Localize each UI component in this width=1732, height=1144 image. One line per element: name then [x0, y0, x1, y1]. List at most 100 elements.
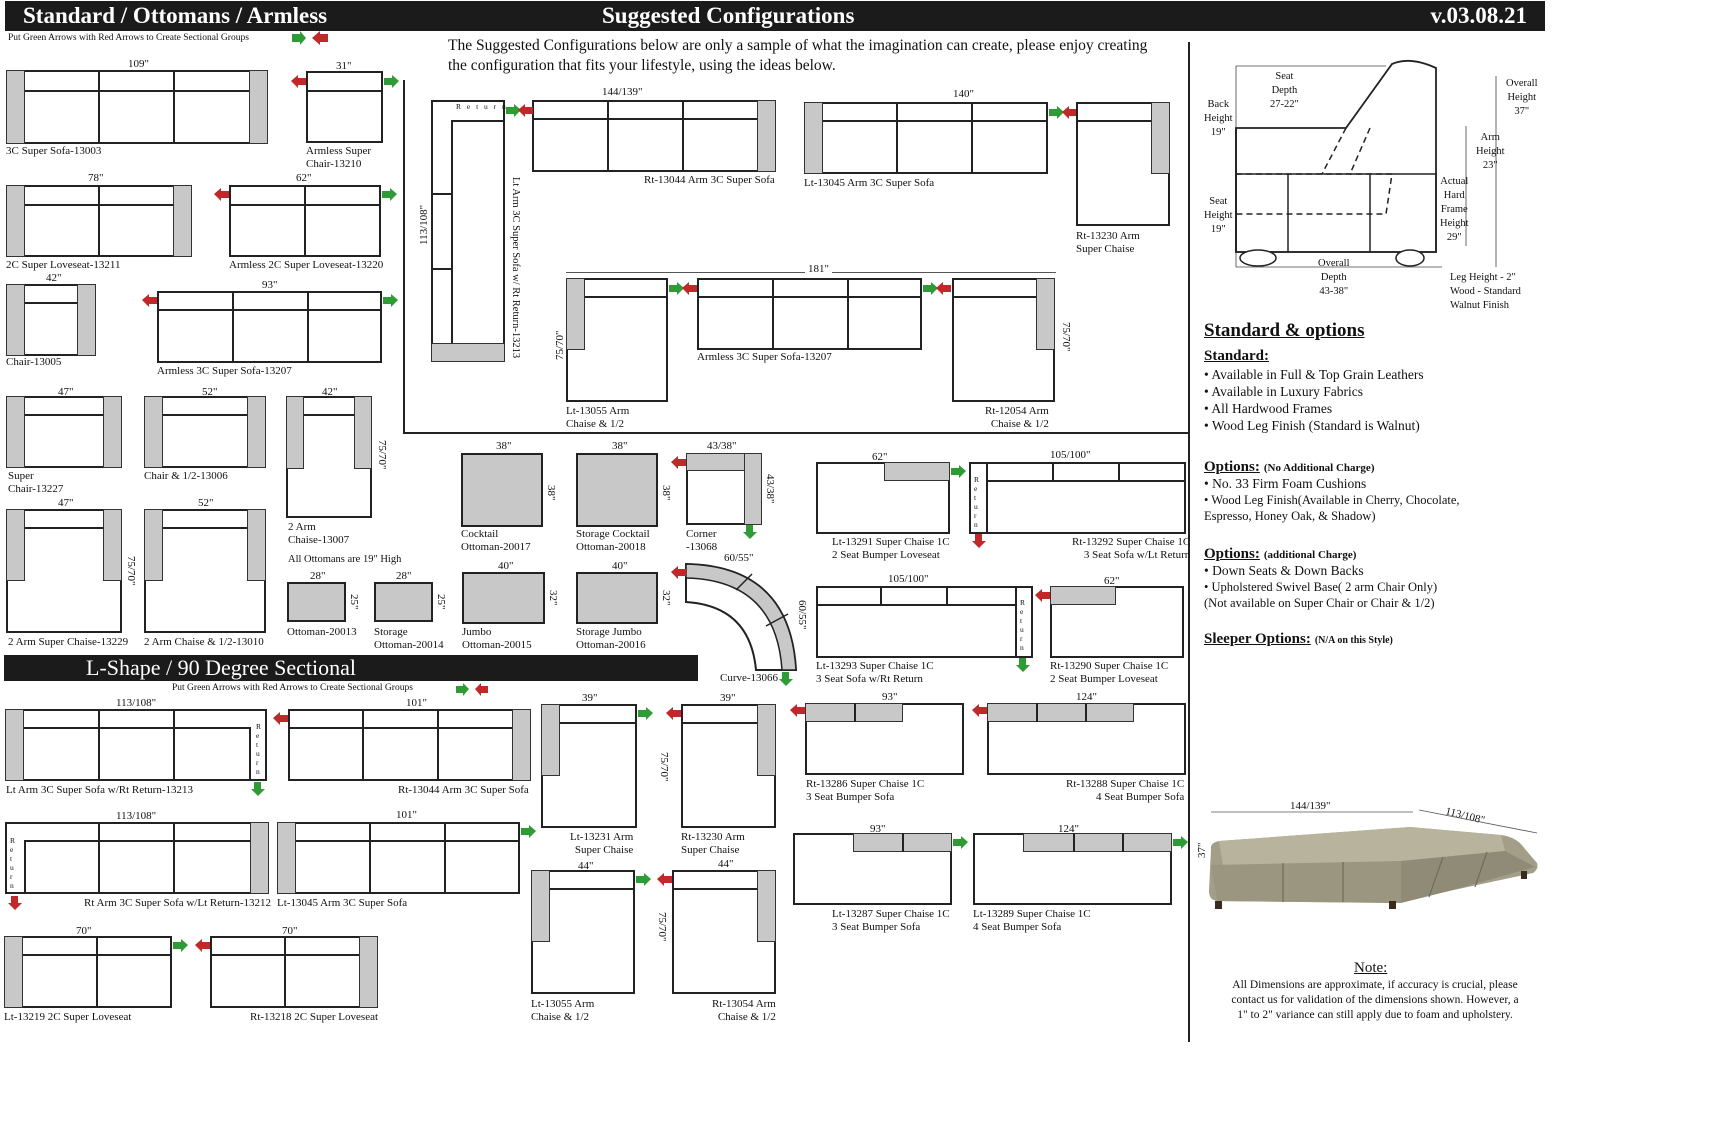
divider-vertical-right	[1188, 42, 1190, 1042]
dim-label: 38"	[496, 440, 512, 452]
armless-loveseat-label: Armless 2C Super Loveseat-13220	[229, 259, 384, 271]
dim-label: 39"	[582, 692, 598, 704]
dim-label: 62"	[296, 172, 312, 184]
list-item: • Upholstered Swivel Base( 2 arm Chair O…	[1204, 580, 1438, 610]
dim-label: 38"	[545, 485, 557, 501]
arrows-note-top: Put Green Arrows with Red Arrows to Crea…	[8, 33, 249, 43]
dim-label: 113/108"	[418, 204, 430, 245]
config-armless13207	[697, 278, 922, 350]
ottoman-height-note: All Ottomans are 19" High	[288, 554, 402, 565]
dim-label: 43/38"	[707, 440, 737, 452]
storage-cocktail-ottoman	[576, 453, 658, 527]
green-arrow-icon	[384, 75, 399, 88]
dim-label: 181"	[805, 263, 832, 275]
list-item: • Down Seats & Down Backs	[1204, 563, 1364, 578]
dim-label: 124"	[1058, 823, 1079, 835]
dim-label: 144/139"	[1290, 800, 1331, 812]
dim-label: 38"	[612, 440, 628, 452]
lshape-b-label: Rt-13044 Arm 3C Super Sofa	[398, 784, 529, 796]
list-item: • Available in Luxury Fabrics	[1204, 384, 1363, 399]
dim-label: 44"	[718, 858, 734, 870]
cocktail-ottoman	[461, 453, 543, 527]
config-left-label: Lt Arm 3C Super Sofa w/ Rt Return-13213	[510, 177, 521, 359]
jumbo-ottoman	[462, 572, 545, 624]
dim-label: 101"	[406, 697, 427, 709]
sofa-3c	[6, 70, 268, 144]
header-bar: Standard / Ottomans / Armless Suggested …	[5, 1, 1545, 31]
storage-jumbo-label: Storage Jumbo Ottoman-20016	[576, 626, 646, 651]
ottoman-label: Ottoman-20013	[287, 626, 357, 638]
curve-label: Curve-13066	[720, 672, 779, 684]
divider-vertical-config	[403, 80, 405, 432]
dim-label: 144/139"	[602, 86, 643, 98]
divider-horizontal-config	[403, 432, 1188, 434]
super-chair-label: Super Chair-13227	[8, 470, 64, 495]
config-lt13045-label: Lt-13045 Arm 3C Super Sofa	[804, 177, 935, 189]
lshape-b	[288, 709, 531, 781]
storage-label: Storage Ottoman-20014	[374, 626, 444, 651]
lshape-j-label: Rt-13054 Arm Chaise & 1/2	[712, 998, 776, 1023]
red-arrow-icon	[291, 75, 306, 88]
lshape-e	[4, 936, 172, 1008]
chair-label: Chair-13005	[6, 356, 62, 368]
note-title: Note:	[1354, 960, 1388, 976]
sectional-photo	[1209, 809, 1538, 909]
header-left-title: Standard / Ottomans / Armless	[23, 3, 328, 28]
sleeper-heading: Sleeper Options: (N/A on this Style)	[1204, 631, 1393, 647]
dim-label: 75/70"	[1060, 322, 1072, 352]
dim-label: 31"	[336, 60, 352, 72]
dim-label: 60/55"	[796, 600, 808, 630]
list-item: • All Hardwood Frames	[1204, 401, 1333, 416]
dim-label: 28"	[396, 570, 412, 582]
storage-ottoman	[374, 582, 433, 622]
dim-label: 105/100"	[888, 573, 929, 585]
return-label: R e t u r n	[456, 102, 508, 111]
dim-label: 75/70"	[376, 440, 388, 470]
curve-sectional	[685, 562, 798, 671]
arm	[249, 70, 268, 144]
lshape-c	[5, 822, 269, 894]
dim-label: 140"	[953, 88, 974, 100]
arm	[6, 70, 25, 144]
arrow-pair-icon	[292, 31, 328, 45]
header-version: v.03.08.21	[1430, 3, 1527, 28]
lshape-a	[5, 709, 267, 781]
chaise-half-label: 2 Arm Chaise & 1/2-13010	[144, 636, 264, 648]
config-lt13045	[804, 102, 1048, 174]
dim-label: 52"	[202, 386, 218, 398]
armless-sofa	[157, 291, 382, 363]
sofa-3c-label: 3C Super Sofa-13003	[6, 145, 102, 157]
dim-label: 25"	[348, 594, 360, 610]
dim-label: 75/70"	[125, 556, 137, 586]
dim-label: 47"	[58, 386, 74, 398]
bumper-rt13288-label: Rt-13288 Super Chaise 1C 4 Seat Bumper S…	[1066, 778, 1185, 803]
options1-list: • No. 33 Firm Foam Cushions • Wood Leg F…	[1204, 476, 1460, 524]
storage-jumbo-ottoman	[576, 572, 658, 624]
options2-heading: Options: (additional Charge)	[1204, 546, 1357, 562]
dim-label: 39"	[720, 692, 736, 704]
config-rt13044	[532, 100, 776, 172]
note-text: All Dimensions are approximate, if accur…	[1231, 979, 1519, 1021]
options2-list: • Down Seats & Down Backs • Upholstered …	[1204, 563, 1437, 611]
armless-sofa-label: Armless 3C Super Sofa-13207	[157, 365, 292, 377]
lshape-title: L-Shape / 90 Degree Sectional	[86, 655, 357, 680]
dim-label: 52"	[198, 497, 214, 509]
dim-label: 28"	[310, 570, 326, 582]
dim-label: 113/108"	[116, 810, 157, 822]
standard-list: • Available in Full & Top Grain Leathers…	[1204, 366, 1424, 434]
dim-label: 62"	[1104, 575, 1120, 587]
lshape-c-label: Rt Arm 3C Super Sofa w/Lt Return-13212	[84, 897, 271, 909]
leg-label: Leg Height - 2" Wood - Standard Walnut F…	[1450, 272, 1521, 311]
config-armless-label: Armless 3C Super Sofa-13207	[697, 351, 832, 363]
bumper-lt13293	[816, 586, 1033, 658]
bumper-lt13287-label: Lt-13287 Super Chaise 1C 3 Seat Bumper S…	[832, 908, 950, 933]
dim-label: 93"	[870, 823, 886, 835]
lshape-d	[277, 822, 520, 894]
dim-label: 44"	[578, 860, 594, 872]
seat-depth-label: Seat Depth 27-22"	[1270, 71, 1299, 110]
chair-half-label: Chair & 1/2-13006	[144, 470, 228, 482]
list-item: • Available in Full & Top Grain Leathers	[1204, 367, 1424, 382]
dim-label: 124"	[1076, 691, 1097, 703]
dim-label: 75/70"	[554, 330, 566, 360]
arrows-note-lshape: Put Green Arrows with Red Arrows to Crea…	[172, 683, 413, 693]
